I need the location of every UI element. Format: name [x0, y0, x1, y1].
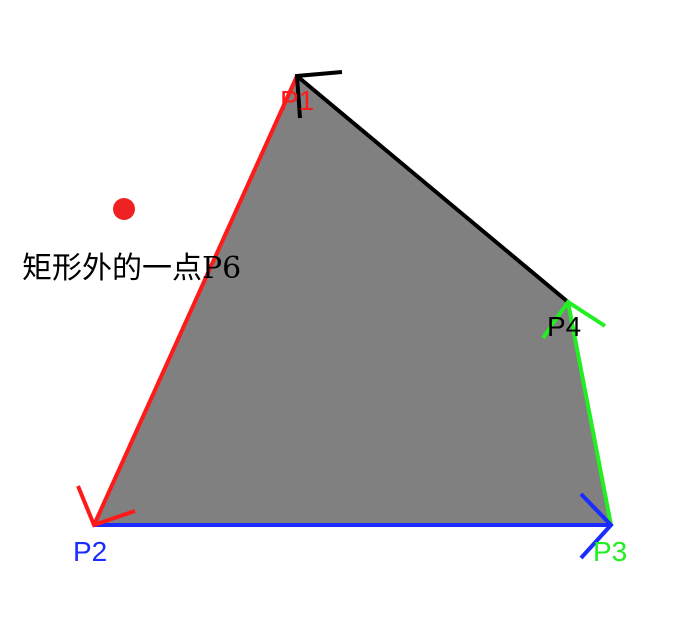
arrowhead-at-p2	[76, 485, 136, 528]
arrowhead-at-p4	[541, 299, 607, 340]
outside-point-p6	[113, 198, 135, 220]
label-p1: P1	[280, 85, 314, 116]
edge-p4-p3	[566, 301, 613, 526]
label-p3: P3	[593, 536, 627, 567]
arrowhead-at-p3	[579, 492, 614, 560]
quadrilateral-fill	[94, 76, 611, 525]
label-p2: P2	[73, 536, 107, 567]
edge-p2-p1	[92, 75, 299, 526]
outside-point-label: 矩形外的一点P6	[22, 251, 241, 286]
edge-p1-p4	[295, 74, 570, 304]
label-p4: P4	[547, 311, 581, 342]
arrowhead-at-p1	[294, 70, 343, 119]
